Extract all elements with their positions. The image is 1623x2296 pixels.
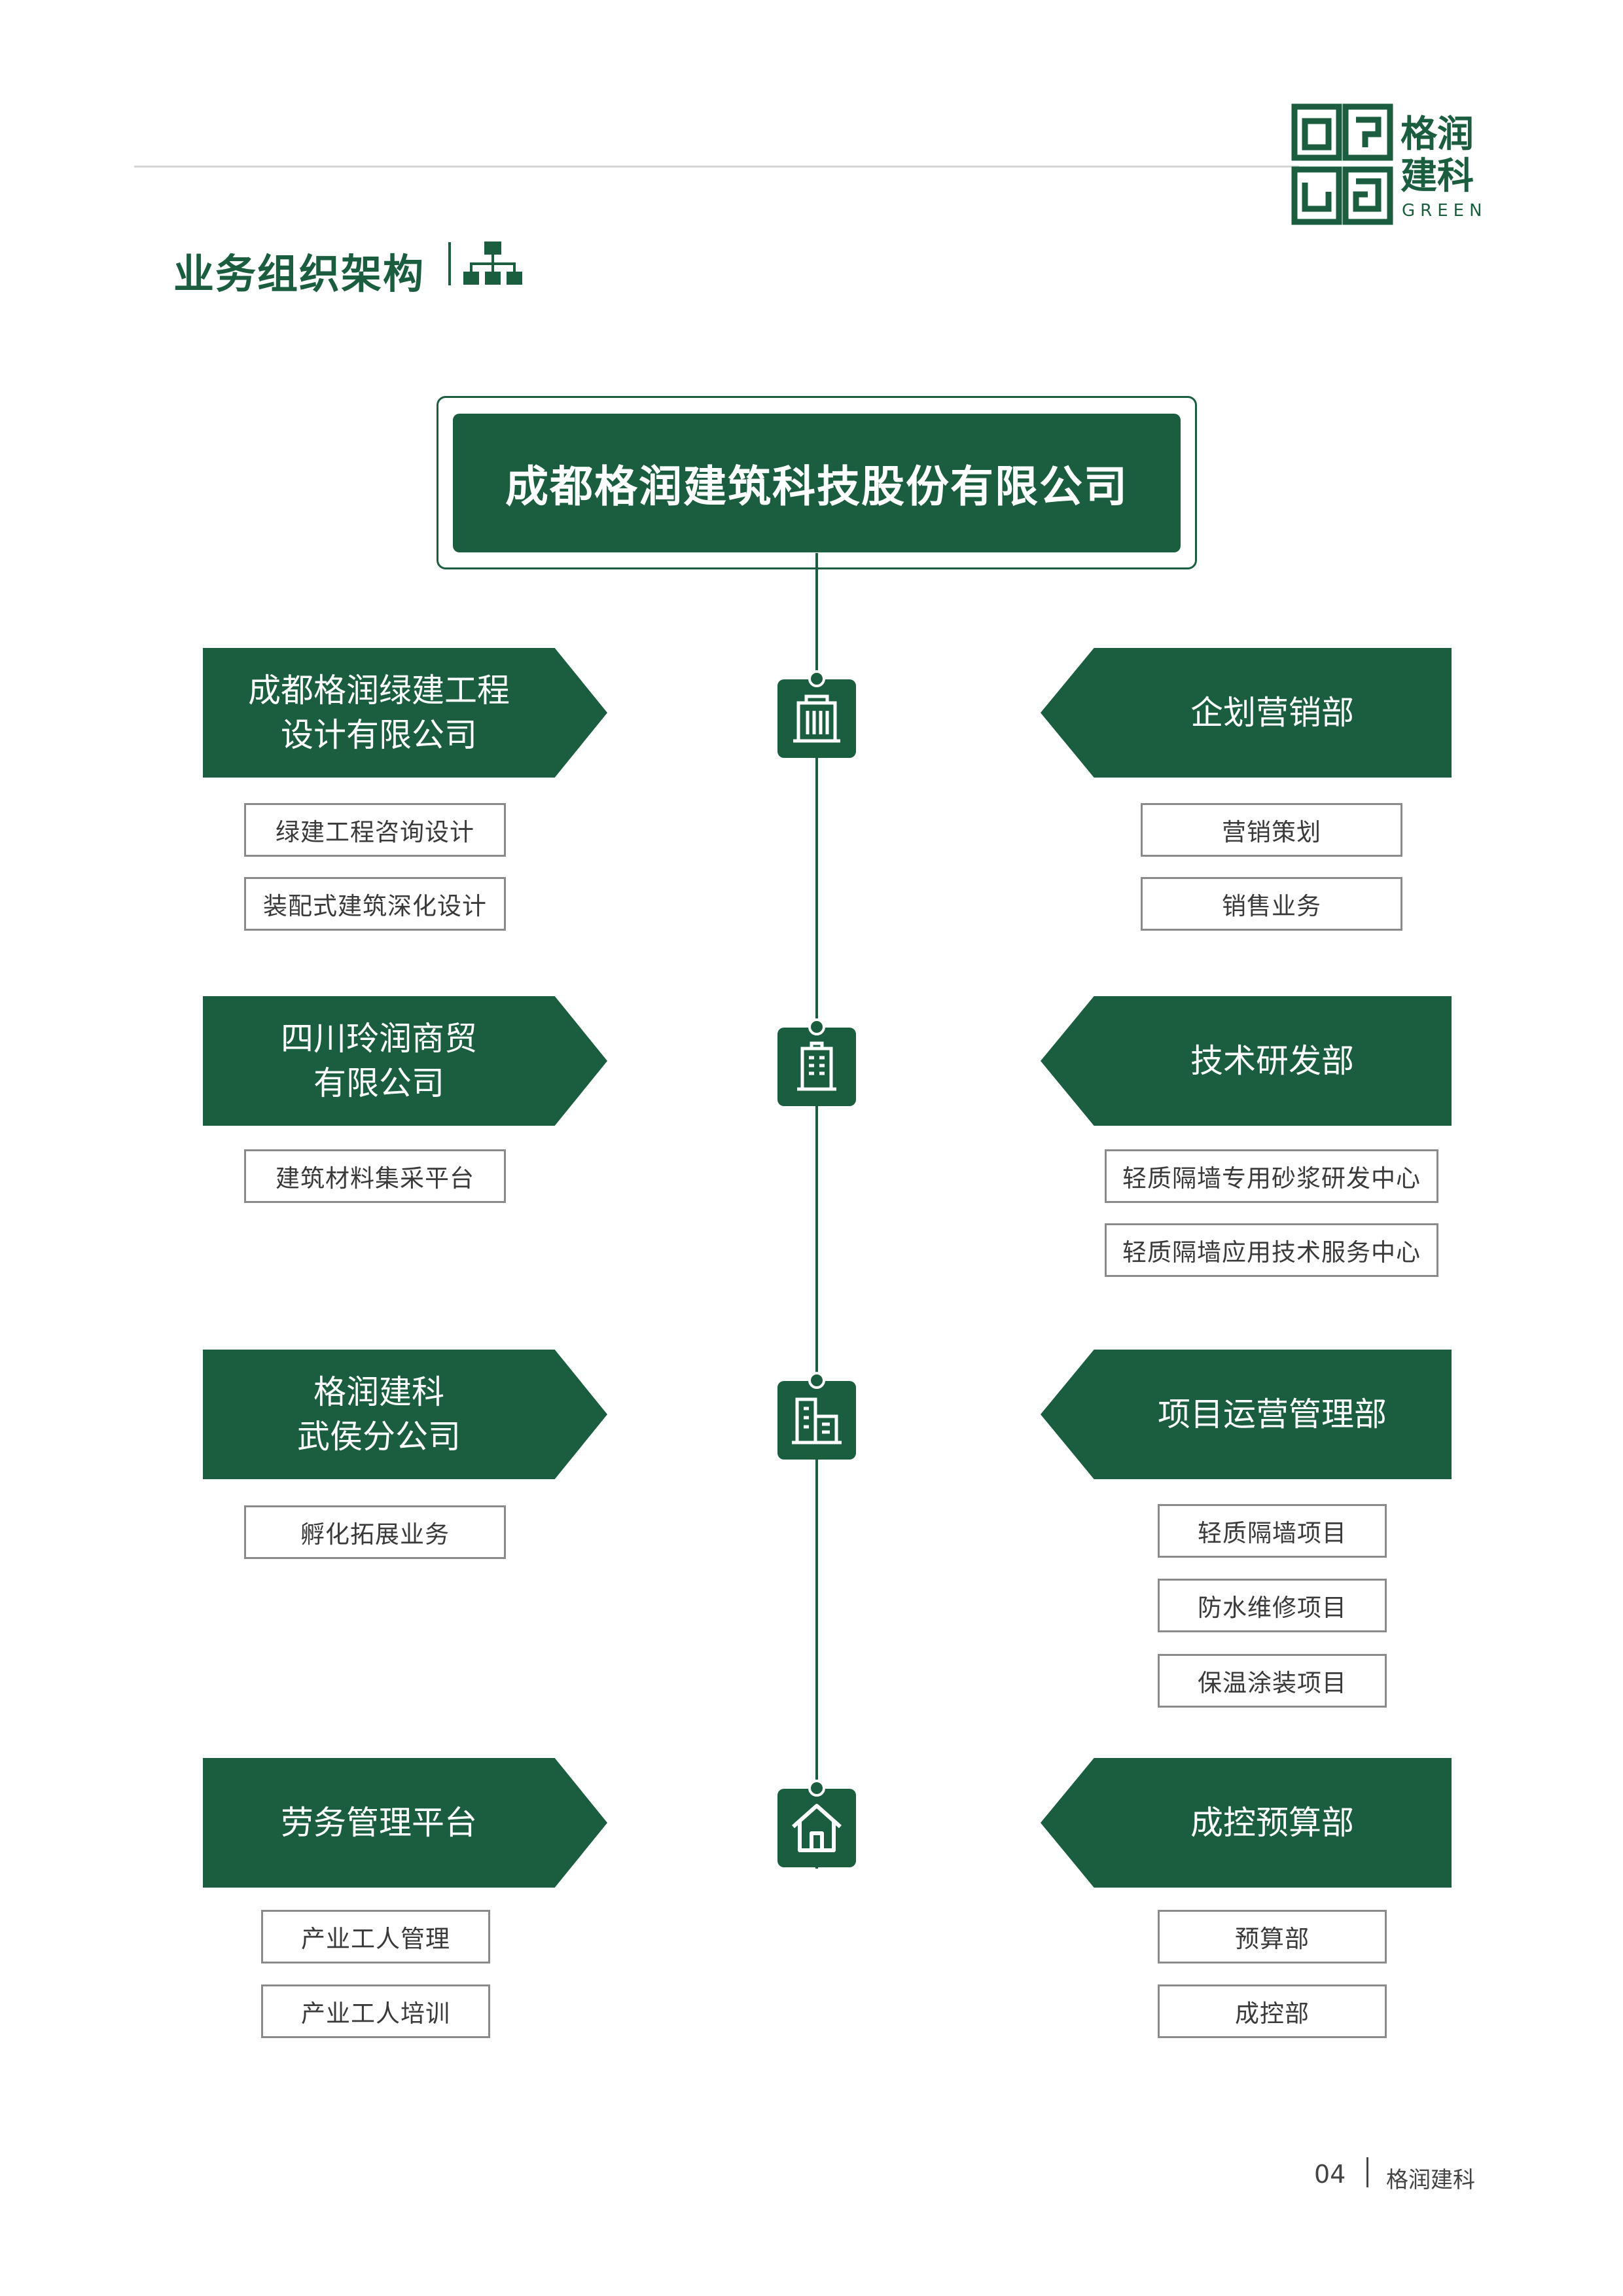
left-unit-3-item-1: 孵化拓展业务 <box>244 1505 506 1559</box>
right-unit-1-item-1: 营销策划 <box>1141 803 1402 857</box>
node-3-dot <box>808 1372 825 1389</box>
right-unit-1: 企划营销部 <box>1041 648 1452 778</box>
company-name-box: 成都格润建筑科技股份有限公司 <box>453 414 1181 552</box>
logo-line-2: 建科 <box>1400 155 1474 198</box>
header-divider <box>134 166 1299 168</box>
node-4 <box>777 1789 856 1867</box>
node-1 <box>777 679 856 758</box>
right-unit-4-item-2: 成控部 <box>1158 1984 1387 2038</box>
logo-mark-icon <box>1291 103 1393 225</box>
building-icon <box>797 1041 836 1091</box>
left-unit-4-item-1: 产业工人管理 <box>261 1910 490 1964</box>
left-unit-3: 格润建科 武侯分公司 <box>203 1350 607 1479</box>
footer-brand: 格润建科 <box>1386 2167 1475 2193</box>
left-unit-4: 劳务管理平台 <box>203 1758 607 1888</box>
left-unit-4-item-2: 产业工人培训 <box>261 1984 490 2038</box>
right-unit-3-item-2: 防水维修项目 <box>1158 1579 1387 1632</box>
org-chart-icon <box>463 242 522 285</box>
right-unit-2: 技术研发部 <box>1041 996 1452 1126</box>
right-unit-3: 项目运营管理部 <box>1041 1350 1452 1479</box>
page-number: 04 <box>1314 2160 1346 2189</box>
node-2-dot <box>808 1018 825 1035</box>
title-divider <box>448 242 451 285</box>
left-unit-1-item-1: 绿建工程咨询设计 <box>244 803 506 857</box>
right-unit-2-item-2: 轻质隔墙应用技术服务中心 <box>1105 1223 1438 1277</box>
brand-logo: 格润 建科 GREEN <box>1291 103 1482 227</box>
org-spine-line <box>815 553 818 1869</box>
node-2 <box>777 1028 856 1106</box>
right-unit-2-item-1: 轻质隔墙专用砂浆研发中心 <box>1105 1149 1438 1203</box>
logo-line-1: 格润 <box>1400 113 1474 156</box>
node-4-dot <box>808 1780 825 1797</box>
right-unit-4: 成控预算部 <box>1041 1758 1452 1888</box>
node-3 <box>777 1381 856 1460</box>
right-unit-4-item-1: 预算部 <box>1158 1910 1387 1964</box>
right-unit-1-item-2: 销售业务 <box>1141 877 1402 931</box>
logo-subtitle: GREEN <box>1402 201 1488 221</box>
footer-divider <box>1366 2157 1368 2187</box>
node-1-dot <box>808 670 825 687</box>
left-unit-1: 成都格润绿建工程 设计有限公司 <box>203 648 607 778</box>
left-unit-1-item-2: 装配式建筑深化设计 <box>244 877 506 931</box>
right-unit-3-item-3: 保温涂装项目 <box>1158 1654 1387 1708</box>
right-unit-3-item-1: 轻质隔墙项目 <box>1158 1504 1387 1558</box>
store-building-icon <box>792 1397 842 1444</box>
house-icon <box>792 1804 842 1852</box>
left-unit-2: 四川玲润商贸 有限公司 <box>203 996 607 1126</box>
office-building-icon <box>793 694 840 743</box>
page-title: 业务组织架构 <box>173 250 425 298</box>
left-unit-2-item-1: 建筑材料集采平台 <box>244 1149 506 1203</box>
